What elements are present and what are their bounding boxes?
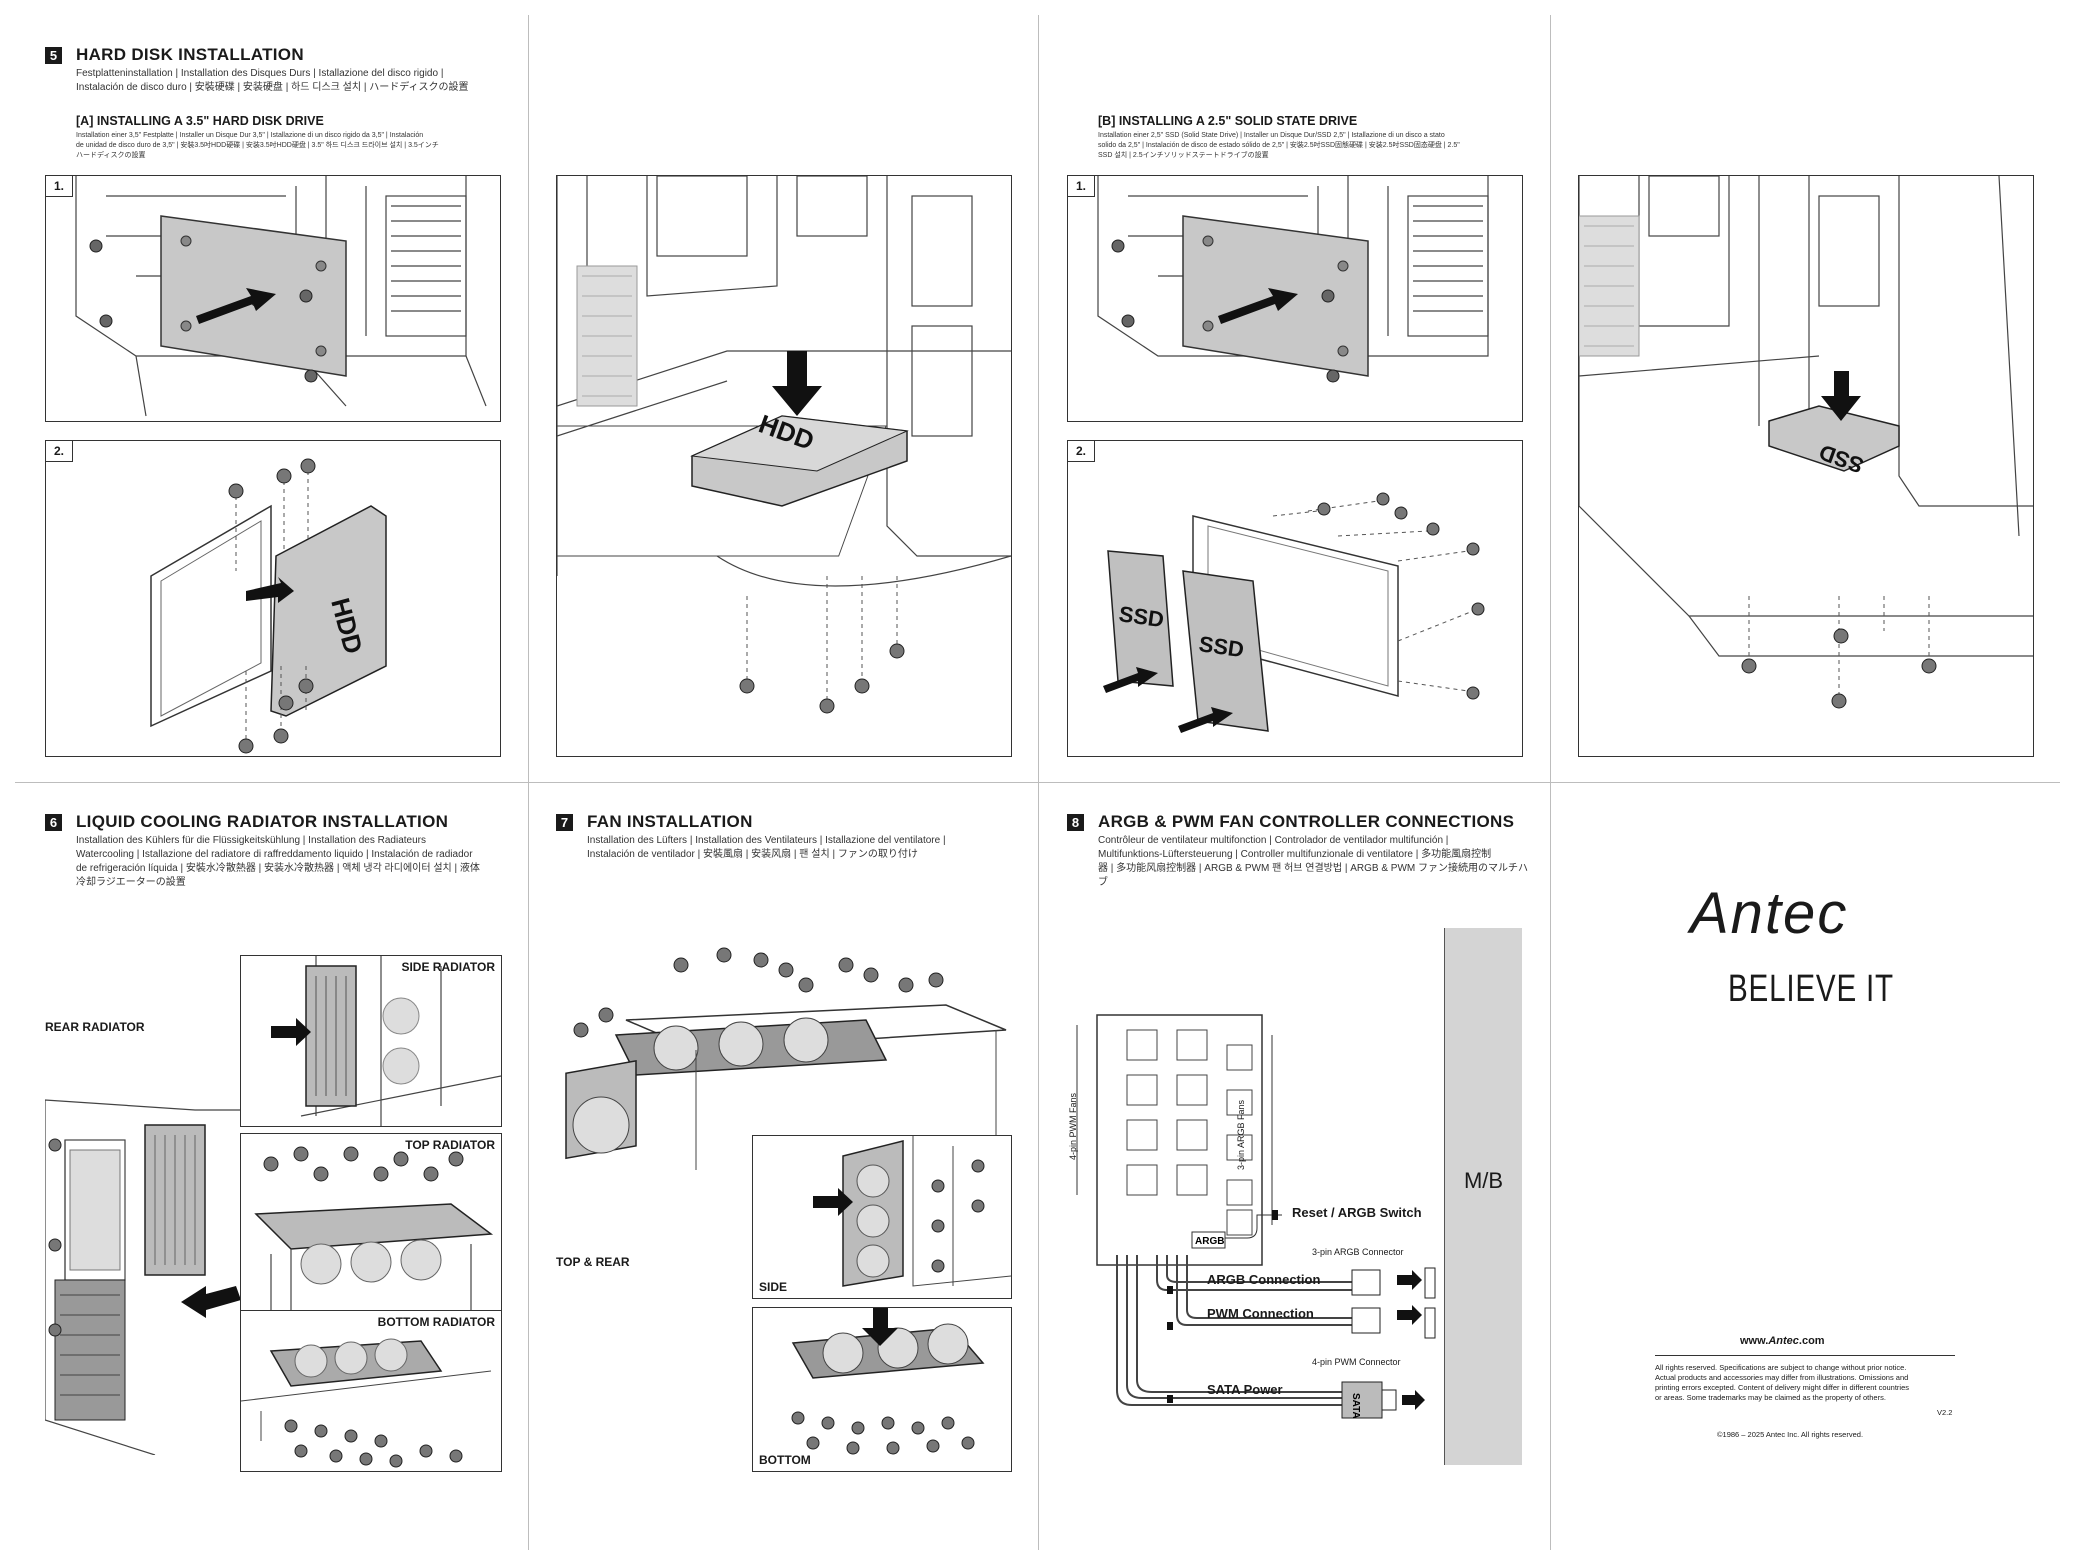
top-radiator-label: TOP RADIATOR xyxy=(405,1138,495,1152)
mb-label: M/B xyxy=(1463,1168,1504,1193)
divider xyxy=(1655,1355,1955,1356)
section-subtitle: Instalación de disco duro | 安裝硬碟 | 安装硬盘 … xyxy=(76,82,469,93)
section-subtitle: Festplatteninstallation | Installation d… xyxy=(76,68,444,79)
pwm-fans-label: 4-pin PWM Fans xyxy=(1068,1092,1078,1160)
ssd-bracket-drawing: SSD SSD xyxy=(1103,492,1485,733)
section-number: 7 xyxy=(556,813,573,831)
argb-tag: ARGB xyxy=(1195,1236,1224,1247)
argb-connection-label: ARGB Connection xyxy=(1207,1272,1321,1287)
part-b-subtitle: SSD 설치 | 2.5インチソリッドステートドライブの設置 xyxy=(1098,152,1269,159)
legal-line: Actual products and accessories may diff… xyxy=(1655,1373,1909,1382)
copyright: ©1986 – 2025 Antec Inc. All rights reser… xyxy=(1717,1430,1864,1439)
side-fan-panel: SIDE xyxy=(752,1135,1012,1299)
sata-tag: SATA xyxy=(1350,1393,1361,1419)
part-a-subtitle: ハードディスクの設置 xyxy=(76,152,146,159)
slogan: BELIEVE IT xyxy=(1728,968,1894,1010)
fan-hub-diagram: ARGB SATA xyxy=(1076,1014,1436,1419)
section-subtitle: 器 | 多功能风扇控制器 | ARGB & PWM 팬 허브 연결방법 | AR… xyxy=(1098,863,1528,874)
case-interior-drawing: HDD xyxy=(557,176,1011,714)
reset-switch-label: Reset / ARGB Switch xyxy=(1292,1205,1422,1220)
pwm-connection-label: PWM Connection xyxy=(1207,1306,1314,1321)
part-a-title: [A] INSTALLING A 3.5" HARD DISK DRIVE xyxy=(76,114,324,128)
section5-heading: 5 HARD DISK INSTALLATION xyxy=(45,45,304,65)
top-rear-label: TOP & REAR xyxy=(556,1255,630,1269)
hdd-bracket-drawing: HDD xyxy=(150,458,387,754)
legal-line: printing errors excepted. Content of del… xyxy=(1655,1383,1910,1392)
step-number: 2. xyxy=(1068,441,1095,462)
hdd-step1-panel: 1. xyxy=(45,175,501,422)
step-number: 2. xyxy=(46,441,73,462)
side-fan-drawing xyxy=(813,1136,1011,1287)
fold-line xyxy=(15,782,2060,783)
url-prefix: www. xyxy=(1740,1335,1769,1347)
section-subtitle: Instalación de ventilador | 安裝風扇 | 安装风扇 … xyxy=(587,849,918,860)
version-label: V2.2 xyxy=(1937,1408,1953,1417)
bottom-fan-panel: BOTTOM xyxy=(752,1307,1012,1472)
section-number: 6 xyxy=(45,813,62,831)
section-subtitle: Installation des Lüfters | Installation … xyxy=(587,835,946,846)
ssd-step2-panel: SSD SSD 2. xyxy=(1067,440,1523,757)
side-radiator-drawing xyxy=(271,956,501,1126)
section-title: ARGB & PWM FAN CONTROLLER CONNECTIONS xyxy=(1098,812,1515,831)
side-radiator-label: SIDE RADIATOR xyxy=(401,960,495,974)
section-subtitle: Multifunktions-Lüftersteuerung | Control… xyxy=(1098,849,1492,860)
section-subtitle: Installation des Kühlers für die Flüssig… xyxy=(76,835,427,846)
section-subtitle: Watercooling | Istallazione del radiator… xyxy=(76,849,473,860)
side-label: SIDE xyxy=(759,1280,788,1294)
case-drawing xyxy=(75,176,487,417)
ssd-label: SSD xyxy=(1117,601,1165,632)
section-subtitle: de refrigeración líquida | 安裝水冷散熱器 | 安装水… xyxy=(76,863,480,874)
section-title: HARD DISK INSTALLATION xyxy=(76,45,304,64)
step-number: 1. xyxy=(46,176,73,197)
section-subtitle: Contrôleur de ventilateur multifonction … xyxy=(1098,835,1449,846)
bottom-fan-drawing xyxy=(791,1308,985,1455)
part-b-subtitle: Installation einer 2,5" SSD (Solid State… xyxy=(1098,132,1445,139)
section-number: 8 xyxy=(1067,813,1084,831)
side-radiator-panel: SIDE RADIATOR xyxy=(240,955,502,1127)
part-a-subtitle: de unidad de disco duro de 3,5" | 安裝3.5吋… xyxy=(76,142,439,149)
ssd-label: SSD xyxy=(1197,631,1245,662)
top-radiator-drawing xyxy=(254,1146,494,1314)
section6-heading: 6 LIQUID COOLING RADIATOR INSTALLATION xyxy=(45,812,448,832)
section-number: 5 xyxy=(45,46,62,64)
legal-line: All rights reserved. Specifications are … xyxy=(1655,1363,1907,1372)
rear-radiator-drawing xyxy=(45,1099,245,1455)
bottom-radiator-drawing xyxy=(241,1338,492,1468)
legal-line: or areas. Some trademarks may be claimed… xyxy=(1655,1393,1886,1402)
part-b-title: [B] INSTALLING A 2.5" SOLID STATE DRIVE xyxy=(1098,114,1358,128)
section7-heading: 7 FAN INSTALLATION xyxy=(556,812,753,832)
pwm-connector-label: 4-pin PWM Connector xyxy=(1312,1357,1401,1367)
brand-logo: Antec xyxy=(1690,881,1849,946)
url-suffix: .com xyxy=(1798,1335,1825,1347)
step-number: 1. xyxy=(1068,176,1095,197)
ssd-step1-panel: 1. xyxy=(1067,175,1523,422)
part-a-subtitle: Installation einer 3,5" Festplatte | Ins… xyxy=(76,132,424,139)
ssd-in-case-panel: SSD xyxy=(1578,175,2034,757)
legal-notice: All rights reserved. Specifications are … xyxy=(1655,1363,1955,1403)
section-title: LIQUID COOLING RADIATOR INSTALLATION xyxy=(76,812,449,831)
bottom-radiator-panel: BOTTOM RADIATOR xyxy=(240,1310,502,1472)
section8-heading: 8 ARGB & PWM FAN CONTROLLER CONNECTIONS xyxy=(1067,812,1514,832)
section-subtitle: ブ xyxy=(1098,877,1108,888)
bottom-label: BOTTOM xyxy=(759,1453,811,1467)
top-radiator-panel: TOP RADIATOR xyxy=(240,1133,502,1315)
motherboard-block: M/B xyxy=(1444,928,1522,1465)
argb-connector-label: 3-pin ARGB Connector xyxy=(1312,1247,1404,1257)
rear-radiator-label: REAR RADIATOR xyxy=(45,1020,145,1034)
sata-power-label: SATA Power xyxy=(1207,1382,1283,1397)
hdd-step2-panel: HDD 2. xyxy=(45,440,501,757)
section-subtitle: 冷却ラジエーターの設置 xyxy=(76,877,186,888)
hdd-in-case-panel: HDD xyxy=(556,175,1012,757)
bottom-radiator-label: BOTTOM RADIATOR xyxy=(377,1315,495,1329)
part-b-subtitle: solido da 2,5" | Instalación de disco de… xyxy=(1098,142,1460,149)
case-interior-drawing: SSD xyxy=(1579,176,2033,709)
case-drawing xyxy=(1097,176,1489,383)
argb-fans-label: 3-pin ARGB Fans xyxy=(1236,1099,1246,1170)
url-brand: Antec xyxy=(1768,1335,1799,1347)
website-url[interactable]: www.Antec.com xyxy=(1740,1335,1825,1347)
section-title: FAN INSTALLATION xyxy=(587,812,753,831)
